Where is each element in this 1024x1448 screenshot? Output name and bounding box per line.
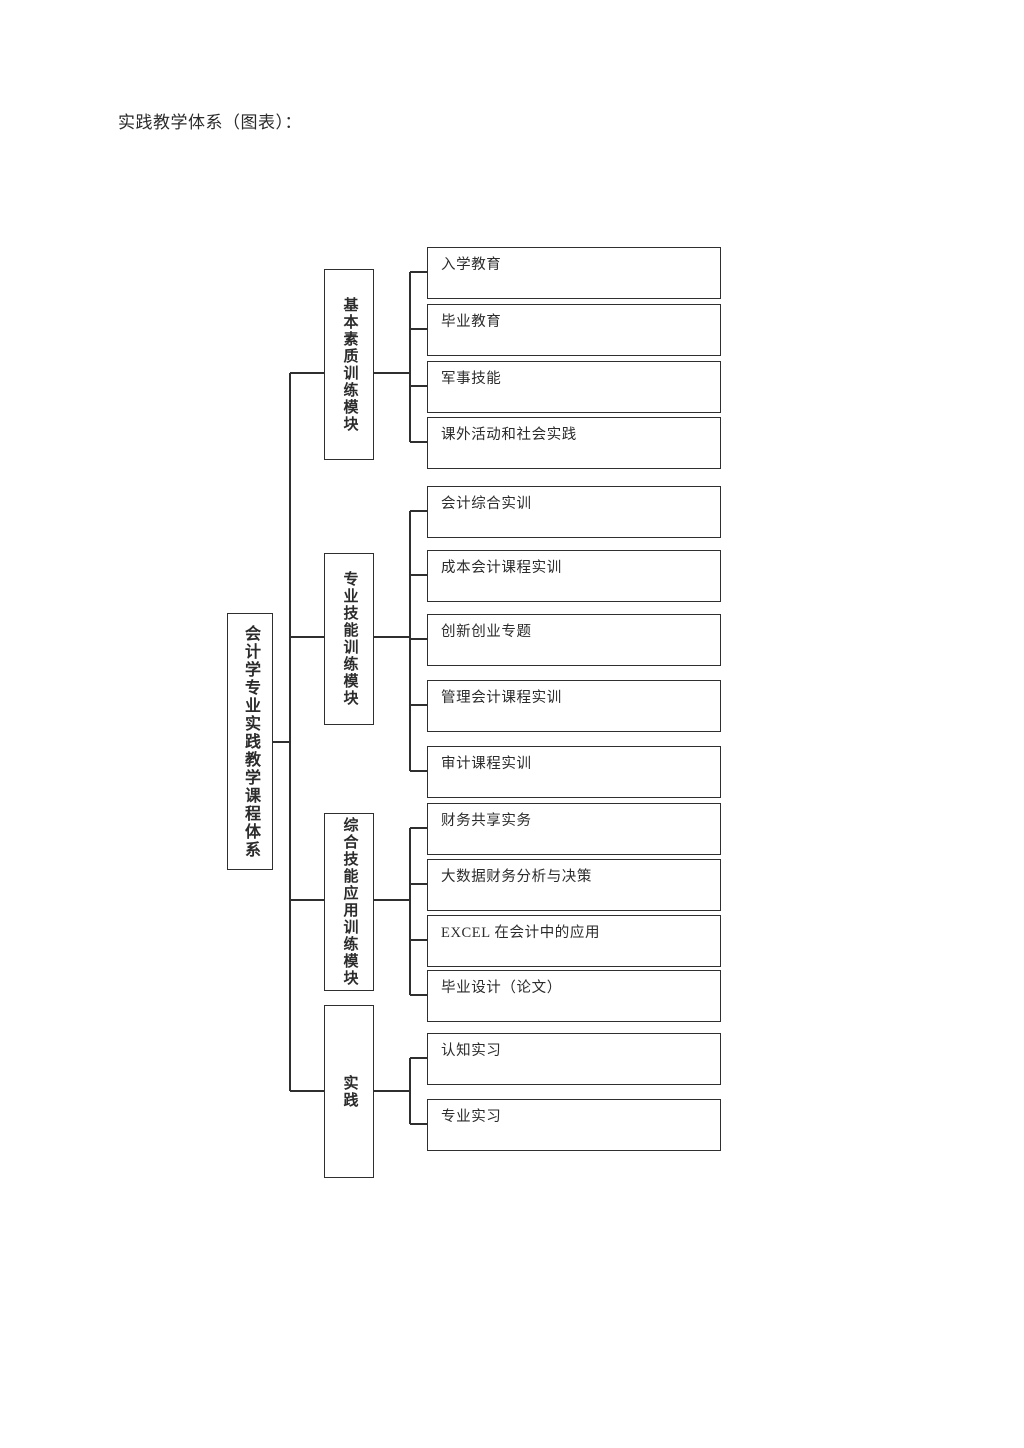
leaf-node-cognitive-internship[interactable]: 认知实习 (427, 1033, 721, 1085)
module-node-practice[interactable]: 实践 (324, 1005, 374, 1178)
leaf-node-audit-course-training[interactable]: 审计课程实训 (427, 746, 721, 798)
leaf-node-big-data-financial-analysis[interactable]: 大数据财务分析与决策 (427, 859, 721, 911)
leaf-node-extracurricular-social-practice[interactable]: 课外活动和社会实践 (427, 417, 721, 469)
leaf-node-innovation-entrepreneurship-topic[interactable]: 创新创业专题 (427, 614, 721, 666)
module-node-basic-quality-training[interactable]: 基本素质训练模块 (324, 269, 374, 460)
root-node[interactable]: 会计学专业实践教学课程体系 (227, 613, 273, 870)
leaf-node-cost-accounting-course-training[interactable]: 成本会计课程实训 (427, 550, 721, 602)
leaf-node-excel-in-accounting[interactable]: EXCEL 在会计中的应用 (427, 915, 721, 967)
leaf-node-enrollment-education[interactable]: 入学教育 (427, 247, 721, 299)
leaf-node-management-accounting-course-training[interactable]: 管理会计课程实训 (427, 680, 721, 732)
leaf-node-professional-internship[interactable]: 专业实习 (427, 1099, 721, 1151)
leaf-node-financial-sharing-practice[interactable]: 财务共享实务 (427, 803, 721, 855)
leaf-node-military-skills[interactable]: 军事技能 (427, 361, 721, 413)
leaf-node-accounting-comprehensive-training[interactable]: 会计综合实训 (427, 486, 721, 538)
leaf-node-graduation-education[interactable]: 毕业教育 (427, 304, 721, 356)
page-title: 实践教学体系（图表）： (118, 113, 302, 132)
module-node-comprehensive-skill-application[interactable]: 综合技能应用训练模块 (324, 813, 374, 991)
leaf-node-graduation-design-thesis[interactable]: 毕业设计（论文） (427, 970, 721, 1022)
module-node-professional-skill-training[interactable]: 专业技能训练模块 (324, 553, 374, 725)
